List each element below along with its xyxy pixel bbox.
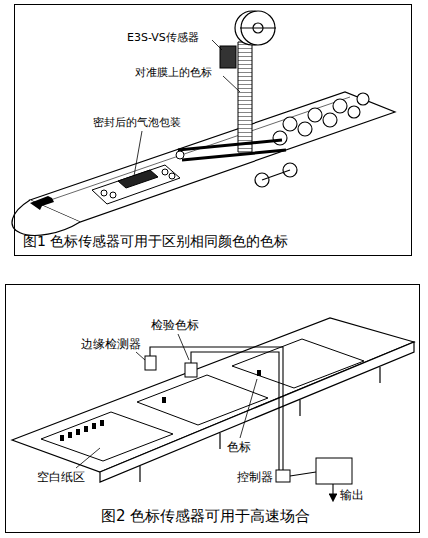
controller-box (276, 470, 290, 482)
figure-caption: 图1 色标传感器可用于区别相同颜色的色标 (23, 233, 288, 251)
edge-detector (145, 356, 156, 370)
figure-panel: 图1 色标传感器可用于区别相同颜色的色标 (14, 4, 412, 256)
conveyor-1 (12, 92, 395, 235)
leader-lines (134, 40, 240, 176)
part-label: 检验色标 (150, 318, 200, 332)
conveyor-2 (12, 318, 414, 482)
output-box (316, 458, 352, 484)
paper-sheets (41, 339, 364, 461)
wiring (150, 347, 333, 500)
sensor (220, 46, 236, 68)
bubbles (273, 93, 369, 145)
leader-lines (76, 334, 257, 468)
part-label: 边缘检测器 (80, 337, 142, 351)
film (176, 42, 286, 160)
part-label: E3S-VS传感器 (126, 31, 200, 44)
part-label: 色标 (226, 440, 252, 454)
color-marks (60, 370, 261, 441)
spool (235, 11, 276, 45)
part-label: 对准膜上的色标 (134, 66, 213, 79)
figure-caption: 图2 色标传感器可用于高速场合 (101, 507, 310, 526)
part-label: 输出 (339, 488, 365, 502)
part-label: 空白纸区 (36, 470, 86, 484)
part-label: 密封后的气泡包装 (92, 116, 182, 129)
sealed-packages (92, 165, 180, 204)
direction-arrow (30, 196, 54, 210)
mark-sensor (185, 363, 197, 377)
part-label: 控制器 (236, 470, 274, 484)
